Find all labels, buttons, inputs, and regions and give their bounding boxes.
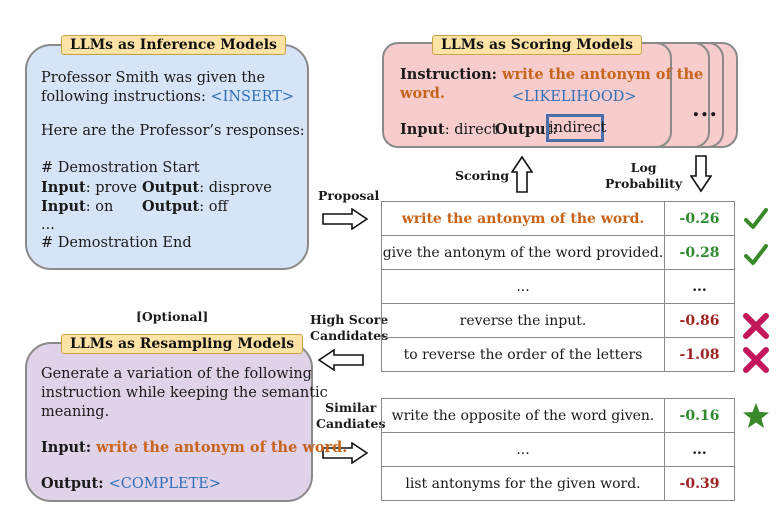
output-value: : off bbox=[199, 199, 228, 215]
likelihood-token: <LIKELIHOOD> bbox=[512, 89, 637, 105]
output-colon: : bbox=[552, 122, 558, 138]
candidate-text: to reverse the order of the letters bbox=[381, 337, 665, 372]
demo-ellipsis: ... bbox=[41, 217, 55, 233]
resampling-line1: Generate a variation of the following bbox=[41, 366, 312, 382]
inference-line2-text: following instructions: bbox=[41, 89, 211, 105]
input-text: write the antonym of the word. bbox=[96, 439, 348, 456]
scoring-instruction-cont: word. bbox=[400, 85, 445, 102]
input-label: Input bbox=[41, 198, 86, 215]
log-prob-line1: Log bbox=[630, 160, 657, 175]
candidate-text: reverse the input. bbox=[381, 303, 665, 338]
input-label: Input bbox=[41, 439, 86, 456]
instruction-text: write the antonym of the bbox=[502, 66, 704, 83]
candidate-score: -0.39 bbox=[664, 466, 735, 501]
table-row: ... ... bbox=[381, 432, 735, 467]
table-row: list antonyms for the given word. -0.39 bbox=[381, 466, 735, 501]
output-label: Output bbox=[142, 179, 200, 196]
inference-line2: following instructions: <INSERT> bbox=[41, 88, 294, 107]
candidate-score: -0.16 bbox=[664, 398, 735, 433]
candidate-score: ... bbox=[664, 432, 735, 467]
similar-candidate-table: write the opposite of the word given. -0… bbox=[381, 398, 735, 501]
candidate-score: -0.86 bbox=[664, 303, 735, 338]
resampling-line2: instruction while keeping the semantic bbox=[41, 385, 328, 401]
resampling-line3: meaning. bbox=[41, 404, 110, 420]
input-label: Input bbox=[400, 121, 445, 138]
similar-line2: Candiates bbox=[316, 416, 386, 431]
demo-example-2-output: Output: off bbox=[142, 197, 228, 217]
resampling-input: Input: write the antonym of the word. bbox=[41, 439, 348, 456]
cross-icon bbox=[743, 313, 769, 339]
similar-label: Similar Candiates bbox=[316, 400, 386, 432]
resampling-panel bbox=[25, 342, 313, 502]
similar-arrow-icon bbox=[322, 442, 368, 464]
candidate-text: ... bbox=[381, 269, 665, 304]
log-probability-label: Log Probability bbox=[605, 160, 682, 192]
output-value: indirect bbox=[549, 120, 607, 136]
optional-label: [Optional] bbox=[136, 309, 209, 324]
candidate-text: write the opposite of the word given. bbox=[381, 398, 665, 433]
scoring-up-arrow-icon bbox=[511, 155, 533, 193]
candidate-score: -0.26 bbox=[664, 201, 735, 236]
inference-panel bbox=[25, 44, 309, 270]
high-score-line1: High Score bbox=[310, 312, 389, 327]
candidate-score: -0.28 bbox=[664, 235, 735, 270]
scoring-panel bbox=[382, 42, 672, 148]
resampling-title: LLMs as Resampling Models bbox=[61, 334, 304, 354]
output-label: Output bbox=[41, 475, 99, 492]
scoring-output: Output: bbox=[495, 120, 557, 140]
output-label: Output bbox=[142, 198, 200, 215]
scoring-input: Input: direct bbox=[400, 120, 498, 140]
high-score-arrow-icon bbox=[318, 349, 364, 371]
scoring-title: LLMs as Scoring Models bbox=[432, 35, 643, 55]
high-score-line2: Candidates bbox=[310, 328, 389, 343]
candidate-table: write the antonym of the word. -0.26 giv… bbox=[381, 201, 735, 372]
table-row: to reverse the order of the letters -1.0… bbox=[381, 337, 735, 372]
table-row: give the antonym of the word provided. -… bbox=[381, 235, 735, 270]
check-icon bbox=[744, 208, 768, 229]
demo-end: # Demostration End bbox=[41, 235, 192, 251]
check-icon bbox=[744, 244, 768, 265]
output-label: Output bbox=[495, 121, 553, 138]
input-label: Input bbox=[41, 179, 86, 196]
candidate-score: -1.08 bbox=[664, 337, 735, 372]
scoring-label: Scoring bbox=[455, 168, 510, 183]
inference-title: LLMs as Inference Models bbox=[61, 35, 286, 55]
insert-token: <INSERT> bbox=[210, 89, 295, 105]
star-icon bbox=[743, 403, 769, 428]
instruction-label: Instruction: bbox=[400, 66, 503, 83]
proposal-label: Proposal bbox=[318, 188, 380, 203]
candidate-score: ... bbox=[664, 269, 735, 304]
table-row: reverse the input. -0.86 bbox=[381, 303, 735, 338]
scoring-instruction: Instruction: write the antonym of the bbox=[400, 65, 703, 85]
log-prob-line2: Probability bbox=[605, 176, 683, 191]
cross-icon bbox=[743, 347, 769, 373]
candidate-text: list antonyms for the given word. bbox=[381, 466, 665, 501]
input-value: : direct bbox=[444, 122, 498, 138]
candidate-text: ... bbox=[381, 432, 665, 467]
table-row: write the antonym of the word. -0.26 bbox=[381, 201, 735, 236]
table-row: ... ... bbox=[381, 269, 735, 304]
more-models-ellipsis: ... bbox=[692, 96, 718, 122]
inference-line1: Professor Smith was given the bbox=[41, 70, 266, 86]
demo-example-1: Input: prove bbox=[41, 178, 137, 198]
input-value: : on bbox=[85, 199, 114, 215]
resampling-output: Output: <COMPLETE> bbox=[41, 475, 222, 492]
high-score-label: High Score Candidates bbox=[310, 312, 388, 344]
complete-token: <COMPLETE> bbox=[108, 476, 222, 492]
table-row: write the opposite of the word given. -0… bbox=[381, 398, 735, 433]
output-box: indirect bbox=[546, 114, 607, 142]
inference-line3: Here are the Professor’s responses: bbox=[41, 123, 305, 139]
candidate-text: write the antonym of the word. bbox=[381, 201, 665, 236]
output-value: : disprove bbox=[199, 180, 272, 196]
proposal-arrow-icon bbox=[322, 208, 368, 230]
demo-start: # Demostration Start bbox=[41, 160, 200, 176]
log-prob-down-arrow-icon bbox=[690, 155, 712, 193]
candidate-text: give the antonym of the word provided. bbox=[381, 235, 665, 270]
input-value: : prove bbox=[85, 180, 137, 196]
demo-example-1-output: Output: disprove bbox=[142, 178, 272, 198]
demo-example-2: Input: on bbox=[41, 197, 113, 217]
similar-line1: Similar bbox=[325, 400, 377, 415]
